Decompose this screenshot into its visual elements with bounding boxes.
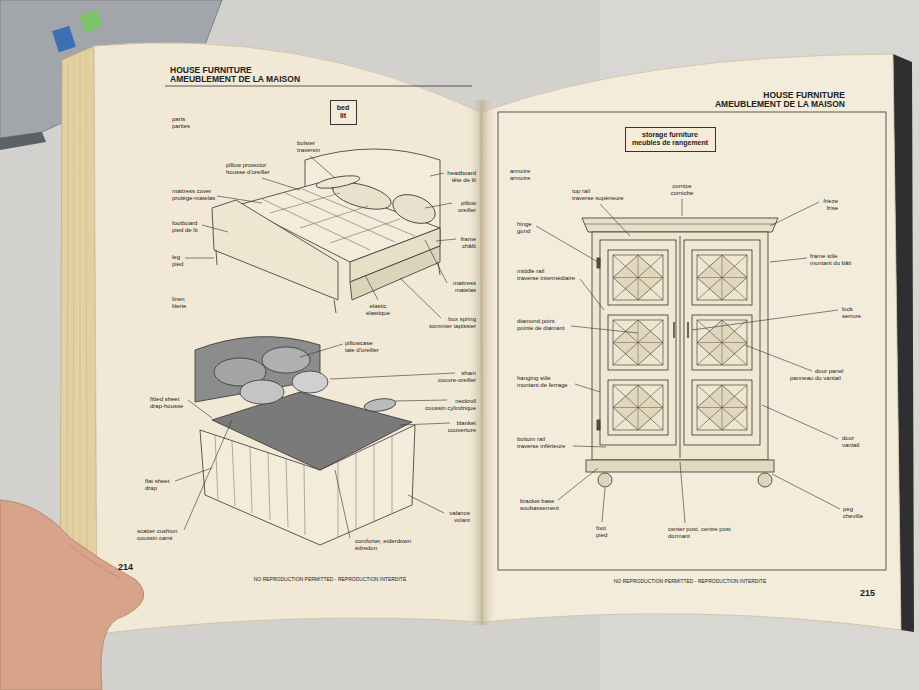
part-label: élastique xyxy=(366,310,390,317)
part-label: lock xyxy=(842,306,853,313)
part-label: middle rail xyxy=(517,268,544,275)
part-label: leg xyxy=(172,254,180,261)
part-label: coussin carré xyxy=(137,535,173,542)
part-label: bracket base xyxy=(520,498,554,505)
part-label: protège-matelas xyxy=(172,195,215,202)
part-label: couverture xyxy=(448,427,476,434)
part-label: linen xyxy=(172,296,185,303)
part-label: footboard xyxy=(172,220,197,227)
part-label: cornice xyxy=(672,183,691,190)
footer-note: NO REPRODUCTION PERMITTED - REPRODUCTION… xyxy=(614,579,767,585)
part-label: gond xyxy=(517,228,530,235)
part-label: sham xyxy=(461,370,476,377)
part-label: pied xyxy=(596,532,607,539)
part-label: headboard xyxy=(447,170,476,177)
part-label: peg xyxy=(843,506,853,513)
part-label: couvre-oreiller xyxy=(438,377,476,384)
part-label: hanging stile xyxy=(517,375,551,382)
heading-box: bedlit xyxy=(330,100,357,125)
part-label: scatter cushion xyxy=(137,528,177,535)
part-label: elastic xyxy=(369,303,386,310)
part-label: oreiller xyxy=(458,207,476,214)
heading-box: storage furnituremeubles de rangement xyxy=(625,127,716,152)
heading-text: bed xyxy=(337,104,350,112)
part-label: door panel xyxy=(815,368,843,375)
part-label: drap xyxy=(145,485,157,492)
part-label: frieze xyxy=(823,198,838,205)
part-label: traverse intermédiaire xyxy=(517,275,575,282)
part-label: box spring xyxy=(448,316,476,323)
part-label: édredon xyxy=(355,545,377,552)
part-label: door xyxy=(842,435,854,442)
part-label: montant de ferrage xyxy=(517,382,568,389)
part-label: serrure xyxy=(842,313,861,320)
part-label: dormant xyxy=(668,533,690,540)
part-label: taie d'oreiller xyxy=(345,347,379,354)
part-label: châlit xyxy=(462,243,476,250)
part-label: frame stile xyxy=(810,253,838,260)
part-label: vantail xyxy=(842,442,859,449)
part-label: comforter, eiderdown xyxy=(355,538,411,545)
part-label: armoire xyxy=(510,175,530,182)
part-label: frame xyxy=(461,236,476,243)
running-header: AMEUBLEMENT DE LA MAISON xyxy=(170,75,300,85)
part-label: diamond point xyxy=(517,318,555,325)
page-number: 214 xyxy=(118,562,133,572)
part-label: coussin cylindrique xyxy=(425,405,476,412)
part-label: pied xyxy=(172,261,183,268)
heading-text: meubles de rangement xyxy=(632,139,709,147)
part-label: neckroll xyxy=(455,398,476,405)
part-label: tête de lit xyxy=(452,177,476,184)
part-label: traverse inférieure xyxy=(517,443,565,450)
part-label: foot xyxy=(596,525,606,532)
part-label: bottom rail xyxy=(517,436,545,443)
part-label: parties xyxy=(172,123,190,130)
heading-text: lit xyxy=(337,112,350,120)
heading-text: storage furniture xyxy=(632,131,709,139)
part-label: fitted sheet xyxy=(150,396,179,403)
part-label: literie xyxy=(172,303,186,310)
part-label: pillowcase xyxy=(345,340,373,347)
part-label: top rail xyxy=(572,188,590,195)
part-label: housse d'oreiller xyxy=(226,169,270,176)
part-label: pointe de diamant xyxy=(517,325,565,332)
part-label: pillow protector xyxy=(226,162,266,169)
page-number: 215 xyxy=(860,588,875,598)
part-label: pied de lit xyxy=(172,227,198,234)
part-label: bolster xyxy=(297,140,315,147)
part-label: volant xyxy=(454,517,470,524)
part-label: valance xyxy=(449,510,470,517)
part-label: cheville xyxy=(843,513,863,520)
part-label: drap-housse xyxy=(150,403,183,410)
part-label: montant du bâti xyxy=(810,260,851,267)
part-label: matelas xyxy=(455,287,476,294)
part-label: mattress xyxy=(453,280,476,287)
part-label: blanket xyxy=(457,420,476,427)
part-label: traversin xyxy=(297,147,320,154)
part-label: center post, centre post xyxy=(668,526,731,533)
part-label: corniche xyxy=(671,190,694,197)
part-label: soubassement xyxy=(520,505,559,512)
part-label: parts xyxy=(172,116,185,123)
part-label: flat sheet xyxy=(145,478,169,485)
part-label: traverse supérieure xyxy=(572,195,624,202)
part-label: hinge xyxy=(517,221,532,228)
part-label: frise xyxy=(827,205,838,212)
part-label: panneau du vantail xyxy=(790,375,841,382)
footer-note: NO REPRODUCTION PERMITTED - REPRODUCTION… xyxy=(254,577,407,583)
part-label: armoire xyxy=(510,168,530,175)
part-label: mattress cover xyxy=(172,188,211,195)
running-header: AMEUBLEMENT DE LA MAISON xyxy=(715,100,845,110)
part-label: sommier tapissier xyxy=(429,323,476,330)
part-label: pillow xyxy=(461,200,476,207)
